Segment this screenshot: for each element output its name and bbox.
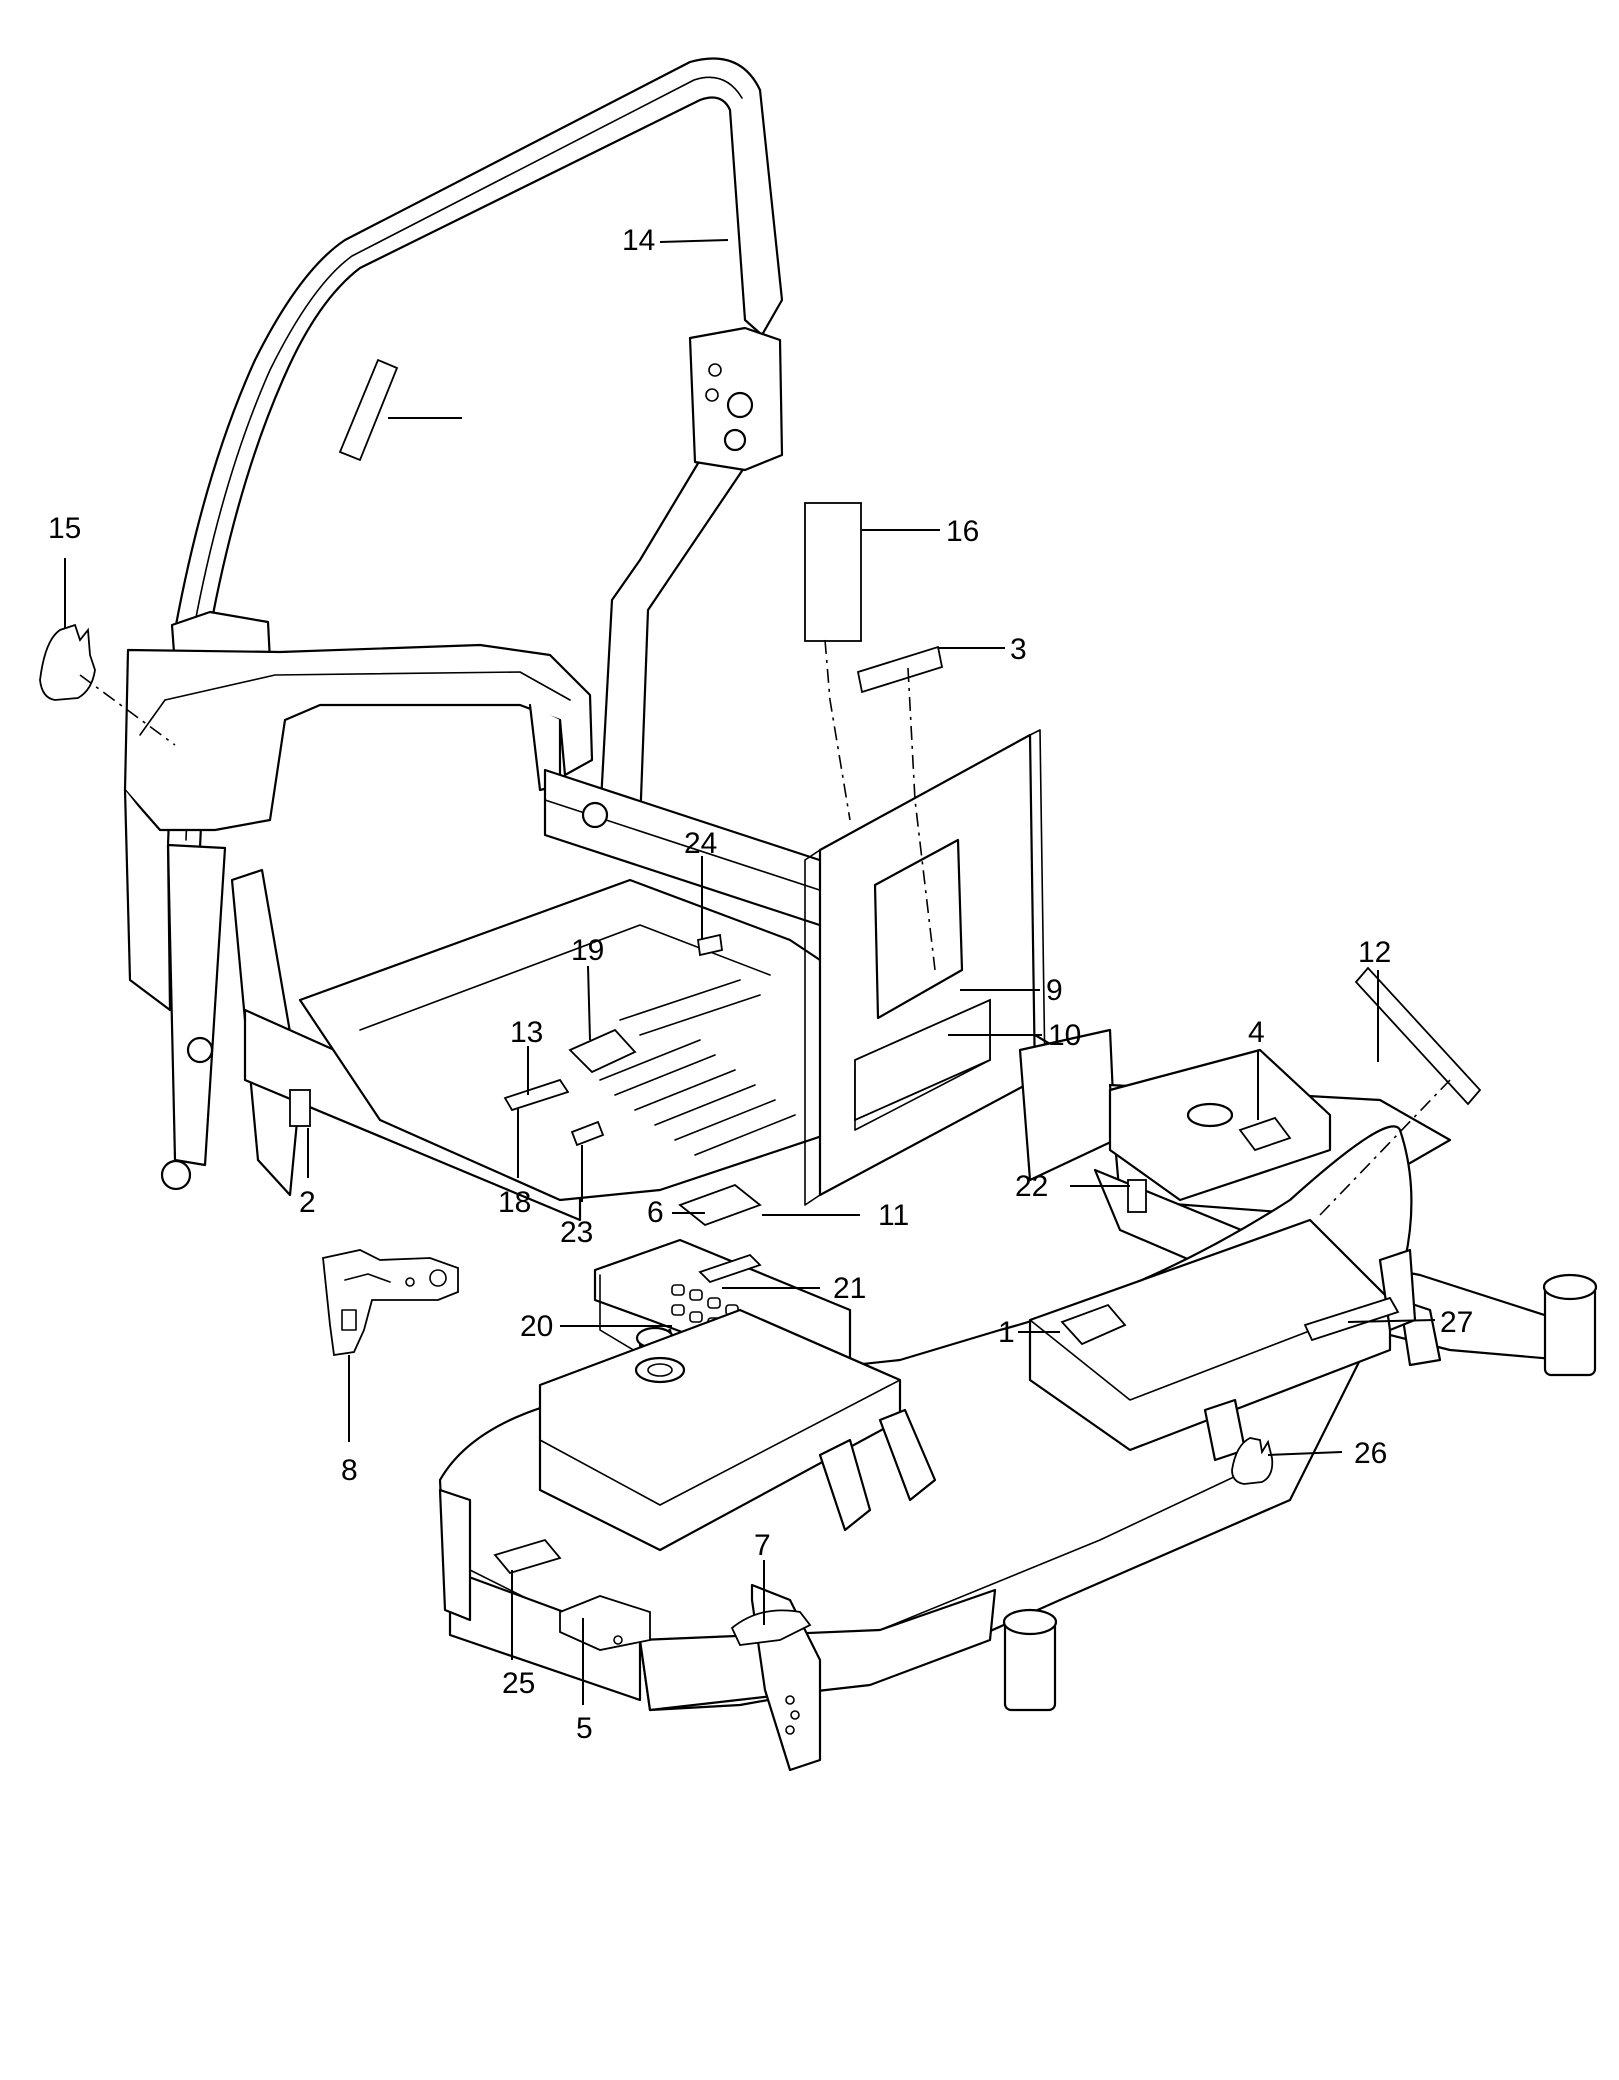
decal-8 [322,1249,459,1357]
decal-23 [698,1253,762,1284]
decal-14 [1354,966,1482,1106]
callout-10: 11 [878,1199,909,1232]
decal-12 [854,998,991,1122]
leader-lines [64,239,1436,1705]
decal-3 [856,645,944,694]
callout-14: 12 [1358,936,1391,969]
mower-deck [438,1048,1442,1772]
callout-13: 26 [1354,1437,1387,1470]
decal-9 [493,1538,562,1575]
callout-9: 25 [502,1667,535,1700]
decal-10 [678,1183,762,1227]
callout-19: 16 [946,515,979,548]
callout-20: 18 [498,1186,531,1219]
callout-18: 15 [48,512,81,545]
decal-20 [503,1078,570,1112]
callout-6: 6 [647,1196,664,1229]
callout-labels: 14 15 16 3 24 19 12 9 13 4 10 22 2 18 6 … [48,224,1473,1745]
callout-1: 1 [998,1316,1015,1349]
callout-3: 3 [1010,633,1027,666]
callout-12: 10 [1048,1019,1081,1052]
decals [39,358,1482,1651]
decal-13 [1231,1437,1274,1485]
decal-4 [1238,1116,1292,1152]
callout-27: 27 [1440,1306,1473,1339]
callout-2: 2 [299,1186,316,1219]
placement-lines [79,639,1451,1216]
decal-21 [568,1028,637,1074]
decal-19 [804,502,862,642]
callout-26: 24 [684,827,717,860]
callout-22: 20 [520,1310,553,1343]
callout-21: 19 [571,934,604,967]
callout-16: 14 [622,224,655,257]
decal-26 [696,933,724,957]
callout-11: 9 [1046,974,1063,1007]
callout-8: 8 [341,1454,358,1487]
callout-15: 13 [510,1016,543,1049]
callout-7: 7 [754,1529,771,1562]
decal-rollbar [338,358,399,462]
callout-24: 22 [1015,1170,1048,1203]
rear-fender [123,643,594,1012]
decal-7 [730,1609,812,1646]
decal-24 [1127,1179,1147,1213]
callout-25: 23 [560,1216,593,1249]
decal-25 [570,1120,605,1147]
callout-4: 4 [1248,1016,1265,1049]
decal-1 [1060,1303,1127,1346]
decal-18 [39,623,96,701]
callout-5: 5 [576,1712,593,1745]
decal-2 [289,1089,311,1127]
decal-27 [1303,1296,1400,1342]
callout-23: 21 [833,1272,866,1305]
